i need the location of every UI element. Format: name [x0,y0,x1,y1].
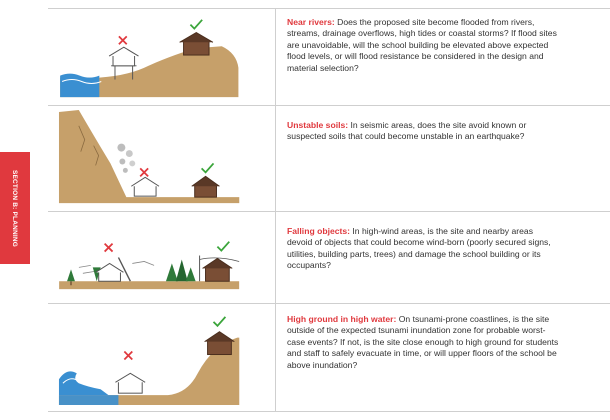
checklist-row-falling-objects: Falling objects: In high-wind areas, is … [48,212,610,304]
question-text: Near rivers: Does the proposed site beco… [287,17,559,74]
section-tab-label: SECTION B: PLANNING [11,169,19,247]
question-body: In seismic areas, does the site avoid kn… [287,120,527,142]
landslide-illustration [48,106,276,211]
question-body: In high-wind areas, is the site and near… [287,226,551,271]
question-heading: Falling objects: [287,226,351,236]
question-text: High ground in high water: On tsunami-pr… [287,314,559,371]
question-heading: High ground in high water: [287,314,397,324]
question-heading: Unstable soils: [287,120,349,130]
landslide-icon [58,109,240,204]
wind-illustration [48,212,276,303]
checklist-row-near-rivers: Near rivers: Does the proposed site beco… [48,8,610,106]
flood-illustration [48,9,276,105]
checklist-table: Near rivers: Does the proposed site beco… [48,0,610,420]
question-text: Unstable soils: In seismic areas, does t… [287,120,559,143]
tsunami-icon [58,316,240,406]
section-tab: SECTION B: PLANNING [0,152,30,264]
question-heading: Near rivers: [287,17,335,27]
high-wind-icon [59,241,240,290]
river-flood-icon [60,19,239,98]
question-body: On tsunami-prone coastlines, is the site… [287,314,559,370]
column-divider [275,212,276,303]
question-body: Does the proposed site become flooded fr… [287,17,557,73]
checklist-row-high-ground: High ground in high water: On tsunami-pr… [48,304,610,412]
tsunami-illustration [48,304,276,411]
column-divider [275,106,276,211]
column-divider [275,304,276,411]
question-text: Falling objects: In high-wind areas, is … [287,226,559,272]
column-divider [275,9,276,105]
checklist-row-unstable-soils: Unstable soils: In seismic areas, does t… [48,106,610,212]
